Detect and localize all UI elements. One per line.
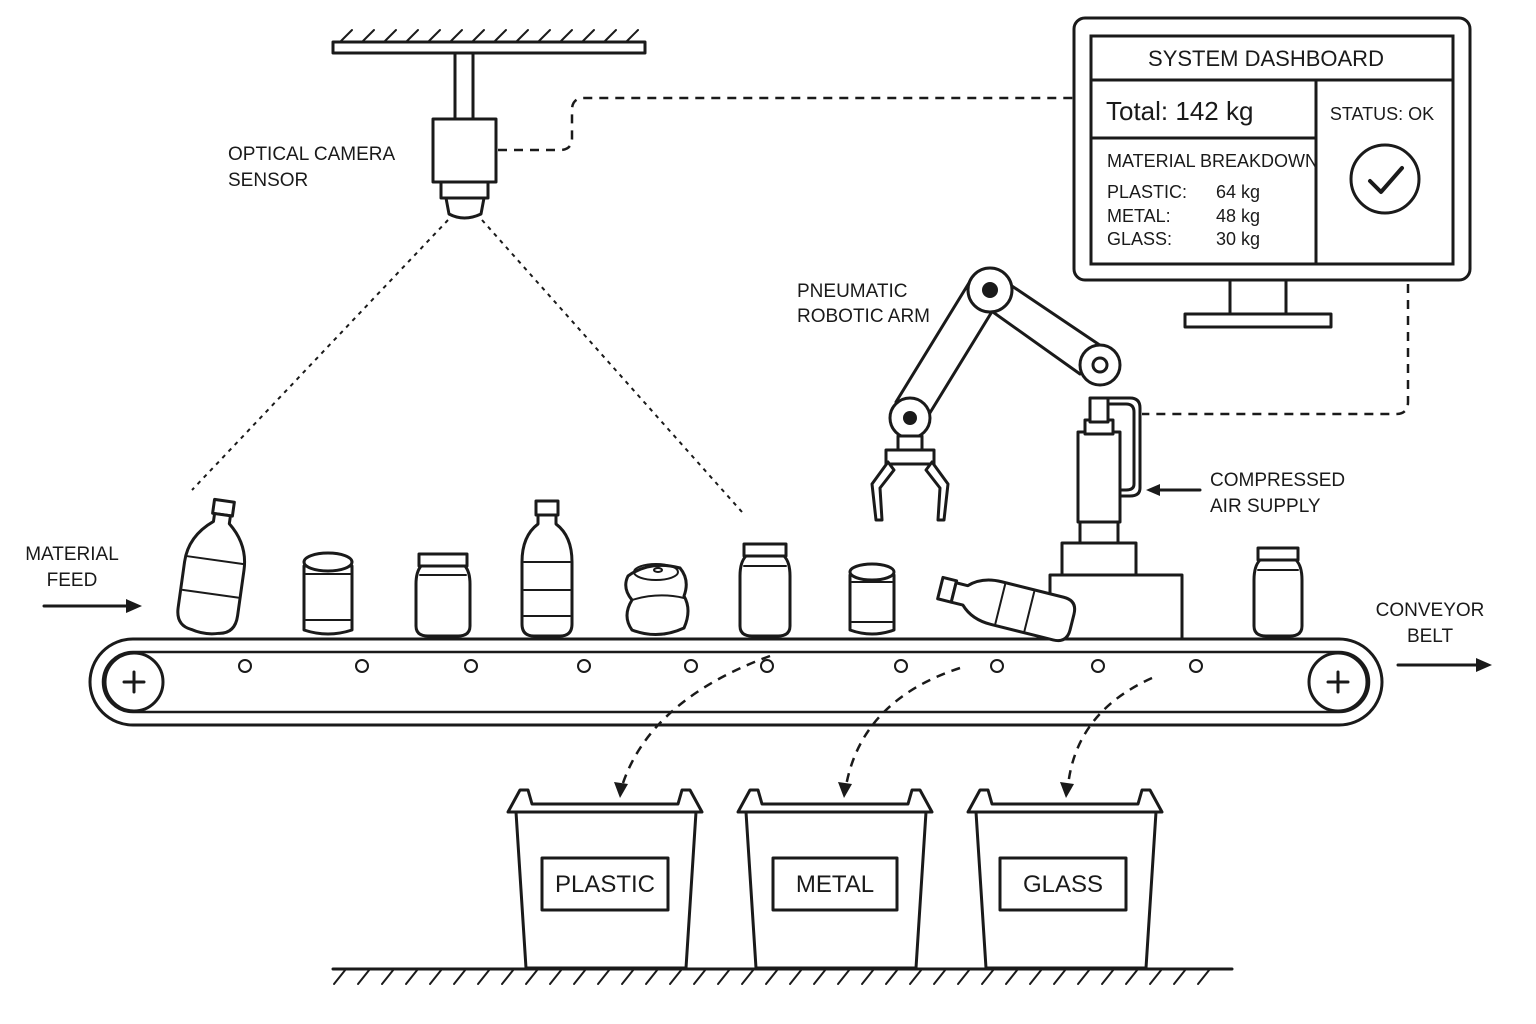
dashboard-row-plastic-material: PLASTIC: xyxy=(1107,182,1187,202)
glass-jar-3 xyxy=(1252,546,1304,638)
dashboard-title: SYSTEM DASHBOARD xyxy=(1148,46,1384,71)
plastic-bottle-lying xyxy=(936,575,1077,643)
dashboard-row-glass-material: GLASS: xyxy=(1107,229,1172,249)
dashboard-row-glass-amount: 30 kg xyxy=(1216,229,1260,249)
camera-data-link xyxy=(498,96,1077,152)
arm-label-line1: PNEUMATIC xyxy=(797,281,907,302)
metal-bin xyxy=(736,788,934,970)
plastic-bin-label: PLASTIC xyxy=(555,871,655,898)
checkmark-icon xyxy=(1349,143,1421,215)
glass-sort-path xyxy=(1066,676,1153,787)
feed-label-line2: FEED xyxy=(47,570,98,591)
conveyor-direction-arrow xyxy=(1396,658,1492,672)
belt-label-line2: BELT xyxy=(1407,626,1454,647)
glass-jar-1 xyxy=(414,552,472,638)
glass-bin xyxy=(966,788,1164,970)
optical-camera-sensor xyxy=(431,51,498,220)
ceiling-mount xyxy=(331,29,647,55)
glass-bin-label: GLASS xyxy=(1023,871,1103,898)
plastic-sort-path xyxy=(620,654,771,787)
arm-label-line2: ROBOTIC ARM xyxy=(797,306,930,327)
dashboard-total: Total: 142 kg xyxy=(1106,96,1253,126)
aluminum-can-1 xyxy=(302,551,354,636)
camera-view-line-left xyxy=(191,219,449,491)
plastic-bottle-tilted xyxy=(176,497,247,636)
metal-sort-arrowhead xyxy=(838,782,852,798)
camera-label-line2: SENSOR xyxy=(228,170,308,191)
dashboard-status: STATUS: OK xyxy=(1330,104,1434,124)
dashboard-row-plastic-amount: 64 kg xyxy=(1216,182,1260,202)
plastic-sort-arrowhead xyxy=(614,782,628,798)
dashboard-row-metal-material: METAL: xyxy=(1107,206,1171,226)
plastic-bin xyxy=(506,788,704,970)
aluminum-can-2 xyxy=(848,562,896,636)
dashboard-breakdown-title: MATERIAL BREAKDOWN xyxy=(1107,151,1318,171)
arm-control-link xyxy=(1142,284,1410,416)
camera-view-line-right xyxy=(481,219,743,513)
conveyor-belt xyxy=(88,637,1384,727)
material-feed-arrow xyxy=(42,599,142,613)
glass-jar-2 xyxy=(738,542,792,638)
feed-label-line1: MATERIAL xyxy=(25,544,119,565)
metal-bin-label: METAL xyxy=(796,871,874,898)
air-supply-label-line2: AIR SUPPLY xyxy=(1210,496,1321,517)
glass-sort-arrowhead xyxy=(1060,782,1074,798)
metal-sort-path xyxy=(844,666,961,787)
camera-label-line1: OPTICAL CAMERA xyxy=(228,144,395,165)
crushed-can xyxy=(624,563,690,636)
air-supply-label-line1: COMPRESSED xyxy=(1210,470,1345,491)
dashboard-monitor xyxy=(1072,16,1472,329)
belt-label-line1: CONVEYOR xyxy=(1376,600,1485,621)
pneumatic-robotic-arm xyxy=(870,266,1184,641)
ground-line xyxy=(331,967,1234,985)
dashboard-row-metal-amount: 48 kg xyxy=(1216,206,1260,226)
plastic-bottle-upright xyxy=(520,499,574,638)
air-supply-arrow xyxy=(1146,484,1202,496)
